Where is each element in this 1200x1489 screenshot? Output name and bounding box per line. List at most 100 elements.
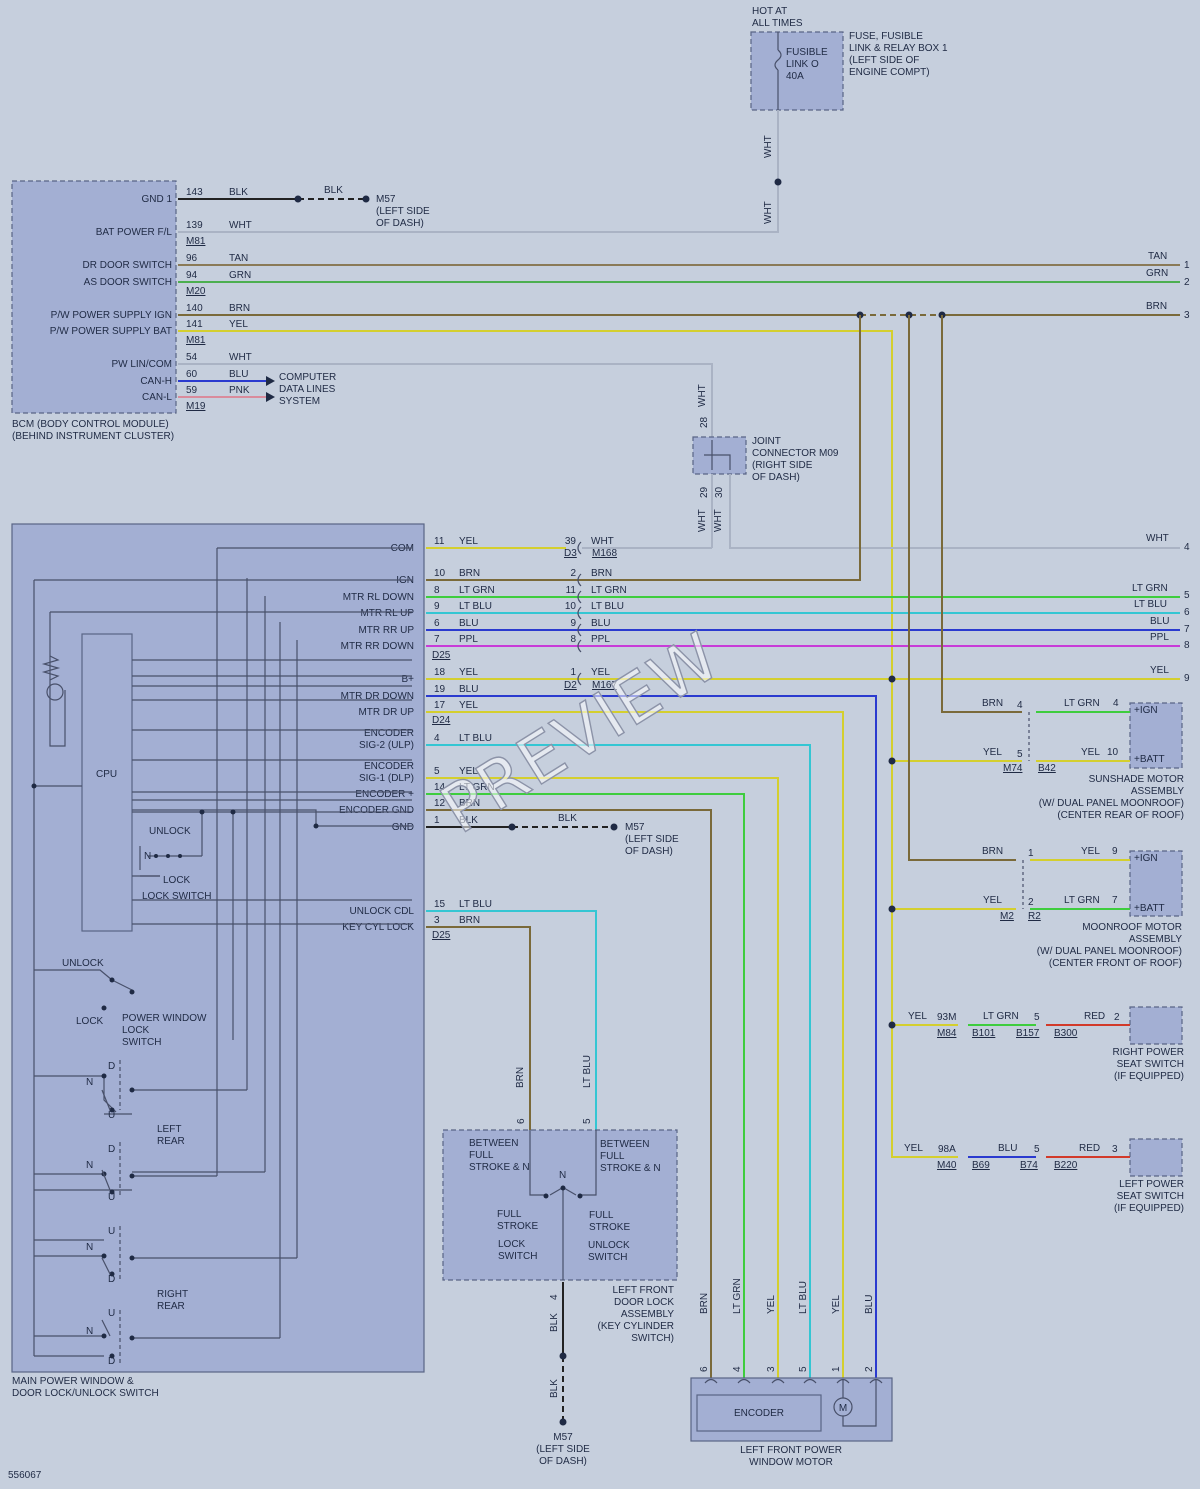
- joint-pin-29: 29: [699, 486, 710, 498]
- moonroof-p1: 1: [1028, 848, 1034, 859]
- conn-d25: D25: [432, 650, 451, 661]
- main-pin-wire: LT GRN: [459, 585, 495, 596]
- main-pin-label: MTR DR UP: [358, 707, 414, 718]
- main-pin-number: 6: [434, 618, 440, 629]
- right-seat-p5: 5: [1034, 1012, 1040, 1023]
- bcm-pin-wire: PNK: [229, 385, 250, 396]
- inline-connector-mark: [577, 573, 582, 587]
- door-lock-p4: 4: [549, 1294, 560, 1300]
- moonroof-ltgrn: LT GRN: [1064, 895, 1100, 906]
- motor-pin-wire: LT BLU: [798, 1281, 809, 1314]
- right-wire-num-8: 8: [1184, 640, 1190, 651]
- joint-wht-a: WHT: [697, 509, 708, 532]
- right-wire-label-9: YEL: [1150, 665, 1169, 676]
- lr2-n: N: [86, 1160, 93, 1171]
- door-lock-p6: 6: [516, 1118, 527, 1124]
- inline-connector-mark: [577, 606, 582, 620]
- right-wire-label-6: LT BLU: [1134, 599, 1167, 610]
- bcm-pin-wire: WHT: [229, 352, 252, 363]
- left-seat-c4: B220: [1054, 1160, 1078, 1171]
- main-pin-label: GND: [392, 822, 414, 833]
- sunshade-brn: BRN: [982, 698, 1003, 709]
- right-seat-ltgrn: LT GRN: [983, 1011, 1019, 1022]
- motor-pin-number: 6: [699, 1366, 710, 1372]
- rr-n: N: [86, 1242, 93, 1253]
- main-pin-wire: YEL: [459, 766, 478, 777]
- right-seat-c2: B101: [972, 1028, 996, 1039]
- main-pin-wire: PPL: [459, 634, 478, 645]
- right-wire-num-5: 5: [1184, 590, 1190, 601]
- bcm-pin-label: GND 1: [141, 194, 172, 205]
- bcm-pin-label: PW LIN/COM: [111, 359, 172, 370]
- motor-pin-mark: [737, 1378, 751, 1384]
- joint-wht-top: WHT: [697, 384, 708, 407]
- bcm-pin-number: 54: [186, 352, 198, 363]
- fuse-wire-wht-2: WHT: [763, 201, 774, 224]
- bcm-pin-connector: M20: [186, 286, 206, 297]
- main-pin-wire: LT GRN: [459, 782, 495, 793]
- conn-d3: D3: [564, 548, 577, 559]
- lock-switch-lock: LOCK: [163, 875, 191, 886]
- left-seat-blu: BLU: [998, 1143, 1017, 1154]
- motor-pin-wire: YEL: [831, 1295, 842, 1314]
- door-lock-n: N: [559, 1170, 566, 1181]
- right-wire-label-2: GRN: [1146, 268, 1168, 279]
- rr2-u: U: [108, 1308, 115, 1319]
- sunshade-p4: 4: [1017, 700, 1023, 711]
- main-pin-wire: BLU: [459, 684, 478, 695]
- moonroof-c1: M2: [1000, 911, 1014, 922]
- right-wire-label-1: TAN: [1148, 251, 1167, 262]
- lr-n: N: [86, 1077, 93, 1088]
- door-lock-blk2: BLK: [549, 1379, 560, 1398]
- lr-u: U: [108, 1110, 115, 1121]
- right-seat-c1: M84: [937, 1028, 957, 1039]
- main-pin-number: 10: [434, 568, 446, 579]
- motor-pin-number: 5: [798, 1366, 809, 1372]
- bcm-gnd-blk: BLK: [324, 185, 343, 196]
- main-pin-number: 19: [434, 684, 446, 695]
- moonroof-p9: 9: [1112, 846, 1118, 857]
- motor-pin-number: 4: [732, 1366, 743, 1372]
- sunshade-p5: 5: [1017, 749, 1023, 760]
- motor-pin-mark: [704, 1378, 718, 1384]
- main-pin-number: 17: [434, 700, 446, 711]
- inline-connector-wire: LT GRN: [591, 585, 627, 596]
- motor-pin-number: 2: [864, 1366, 875, 1372]
- bcm-pin-label: BAT POWER F/L: [96, 227, 173, 238]
- right-wire-num-2: 2: [1184, 277, 1190, 288]
- motor-pin-mark: [836, 1378, 850, 1384]
- sunshade-ltgrn: LT GRN: [1064, 698, 1100, 709]
- right-seat-c3: B157: [1016, 1028, 1040, 1039]
- main-pin-label: KEY CYL LOCK: [342, 922, 414, 933]
- bcm-pin-wire: TAN: [229, 253, 248, 264]
- bcm-pin-label: P/W POWER SUPPLY BAT: [50, 326, 172, 337]
- bcm-pin-wire: BLK: [229, 187, 248, 198]
- lock-switch-title: LOCK SWITCH: [142, 891, 211, 902]
- main-pin-wire: LT BLU: [459, 899, 492, 910]
- lr2-d: D: [108, 1144, 115, 1155]
- cpu-label: CPU: [96, 769, 117, 780]
- moonroof-ign: +IGN: [1134, 853, 1158, 864]
- bcm-pin-wire: WHT: [229, 220, 252, 231]
- joint-pin-30: 30: [714, 486, 725, 498]
- bcm-pin-wire: YEL: [229, 319, 248, 330]
- sunshade-batt: +BATT: [1134, 754, 1165, 765]
- main-pin-wire: BRN: [459, 798, 480, 809]
- main-pin-label: MTR DR DOWN: [341, 691, 414, 702]
- fuse-wire-wht-1: WHT: [763, 135, 774, 158]
